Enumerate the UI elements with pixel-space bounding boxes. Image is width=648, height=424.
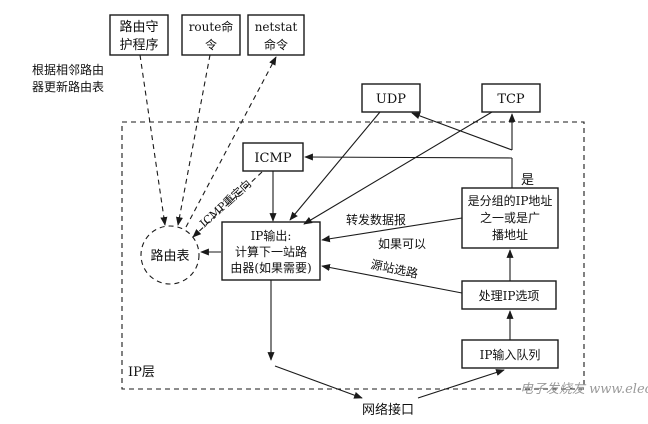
icmp-label: ICMP bbox=[254, 151, 291, 166]
routing-daemon-label-2: 护程序 bbox=[119, 38, 158, 53]
ip-options-label: 处理IP选项 bbox=[479, 289, 540, 303]
routing-table-label: 路由表 bbox=[150, 248, 189, 264]
arrow-route-to-routing-table bbox=[176, 54, 211, 226]
arrow-udp-to-ip-output bbox=[289, 111, 381, 221]
udp-label: UDP bbox=[376, 92, 406, 107]
ip-output-label-3: 由器(如果需要) bbox=[230, 260, 311, 275]
source-route-label: 源站选路 bbox=[369, 256, 419, 281]
is-my-ip-label-1: 是分组的IP地址 bbox=[468, 193, 553, 208]
forward-label: 转发数据报 bbox=[346, 212, 406, 227]
arrow-forward-to-ip-output bbox=[321, 217, 463, 243]
ip-output-label-1: IP输出: bbox=[251, 228, 292, 243]
arrow-yes-to-icmp bbox=[304, 153, 513, 161]
is-my-ip-label-2: 之一或是广 bbox=[480, 211, 540, 225]
tcp-box bbox=[481, 83, 541, 113]
net-interface-label: 网络接口 bbox=[362, 402, 414, 418]
ip-output-box bbox=[221, 221, 321, 281]
routing-daemon-label-1: 路由守 bbox=[119, 19, 158, 35]
arrow-icmp-redirect bbox=[192, 171, 263, 238]
is-my-ip-label-3: 播地址 bbox=[492, 228, 528, 242]
neighbor-update-note-1: 根据相邻路由 bbox=[32, 62, 104, 77]
neighbor-update-note-2: 器更新路由表 bbox=[32, 79, 104, 94]
icmp-box bbox=[242, 142, 304, 172]
tcp-label: TCP bbox=[497, 92, 525, 107]
arrow-net-interface-to-queue bbox=[417, 369, 505, 399]
arrow-yes-to-udp bbox=[411, 112, 513, 151]
udp-box bbox=[361, 83, 421, 113]
watermark-logo: 电子发烧友 www.elecfans.com bbox=[520, 382, 648, 397]
netstat-command-box bbox=[247, 14, 305, 56]
ip-input-queue-label: IP输入队列 bbox=[480, 347, 541, 362]
route-command-label-2: 令 bbox=[205, 37, 217, 52]
ip-options-box bbox=[461, 280, 557, 310]
netstat-command-label-1: netstat bbox=[255, 20, 298, 34]
if-possible-label: 如果可以 bbox=[378, 236, 426, 251]
yes-label: 是 bbox=[521, 173, 534, 188]
route-command-box bbox=[181, 14, 241, 56]
routing-daemon-box bbox=[109, 14, 169, 56]
arrow-to-net-interface bbox=[274, 365, 363, 399]
arrow-daemon-to-routing-table bbox=[139, 54, 168, 226]
is-my-ip-box bbox=[461, 187, 559, 249]
ip-layer-boundary bbox=[121, 121, 585, 390]
arrow-source-route-to-ip-output bbox=[321, 264, 463, 294]
ip-layer-label: IP层 bbox=[128, 365, 155, 380]
route-command-label-1: route命 bbox=[189, 19, 234, 34]
ip-output-label-2: 计算下一站路 bbox=[235, 244, 307, 259]
routing-table-circle bbox=[140, 225, 200, 285]
netstat-command-label-2: 命令 bbox=[264, 37, 288, 52]
